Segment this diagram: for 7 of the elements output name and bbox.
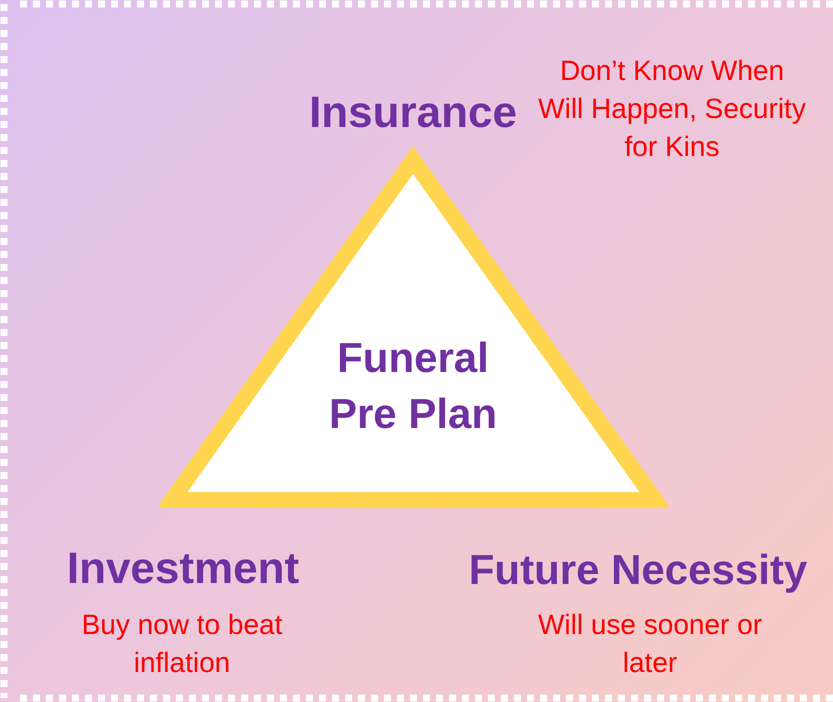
note-text: Buy now to beat inflation bbox=[80, 608, 284, 680]
center-title: Funeral Pre Plan bbox=[328, 333, 498, 439]
note-text: Will use sooner or later bbox=[536, 608, 764, 680]
heading: Insurance bbox=[308, 87, 518, 139]
heading: Future Necessity bbox=[468, 545, 808, 595]
heading: Investment bbox=[66, 543, 300, 595]
note-text: Don’t Know When Will Happen, Security for Kins bbox=[537, 54, 807, 164]
